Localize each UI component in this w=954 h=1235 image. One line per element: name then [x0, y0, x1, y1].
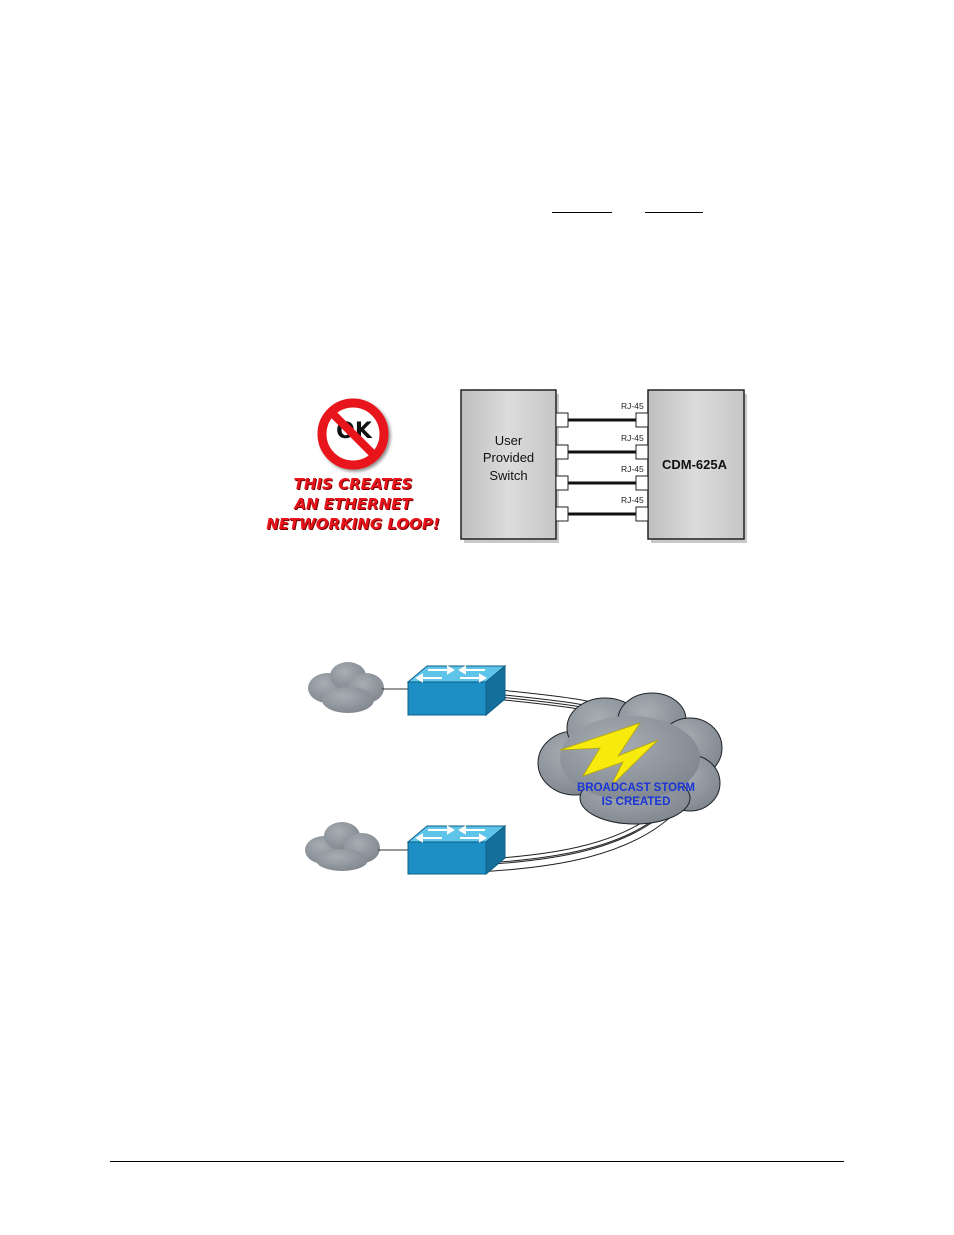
- device-port-3: [635, 475, 649, 491]
- switch-port-4: [555, 506, 569, 522]
- underline-stub-2: [645, 212, 703, 213]
- port-label-2: RJ-45: [621, 433, 644, 443]
- switch-top-icon: [406, 664, 507, 717]
- switch-port-1: [555, 412, 569, 428]
- switch-label-line-1: User: [494, 433, 523, 448]
- small-cloud-bottom-icon: [305, 822, 380, 871]
- port-label-4: RJ-45: [621, 495, 644, 505]
- switch-bottom-icon: [406, 824, 507, 876]
- small-cloud-top-icon: [308, 662, 384, 713]
- loop-warning-line-3: NETWORKING LOOP!: [266, 515, 440, 533]
- loop-warning-line-1: THIS CREATES: [293, 475, 413, 493]
- device-port-4: [635, 506, 649, 522]
- switch-label-line-3: Switch: [489, 468, 528, 483]
- switch-port-3: [555, 475, 569, 491]
- device-port-1: [635, 412, 649, 428]
- no-sign-slash: [329, 410, 378, 459]
- switch-label-line-2: Provided: [482, 450, 535, 465]
- device-label: CDM-625A: [662, 457, 728, 472]
- loop-warning-line-2: AN ETHERNET: [294, 495, 412, 513]
- switch-to-device-diagram: [460, 389, 747, 543]
- storm-label-line-2: IS CREATED: [601, 796, 671, 808]
- underline-stub-1: [552, 212, 612, 213]
- figure-ethernet-loop: OK THIS CREATES AN ETHERNET NETWORKING L…: [0, 0, 954, 560]
- cdm-device-box: [647, 389, 745, 540]
- lightning-bolt-icon: [559, 722, 659, 787]
- device-port-2: [635, 444, 649, 460]
- figure-broadcast-storm: BROADCAST STORM IS CREATED: [300, 658, 730, 883]
- user-switch-box: [460, 389, 557, 540]
- switch-port-2: [555, 444, 569, 460]
- port-label-1: RJ-45: [621, 401, 644, 411]
- storm-label-line-1: BROADCAST STORM: [577, 782, 695, 794]
- broadcast-storm-diagram: [305, 662, 723, 876]
- port-label-3: RJ-45: [621, 464, 644, 474]
- footer-rule: [110, 1161, 844, 1162]
